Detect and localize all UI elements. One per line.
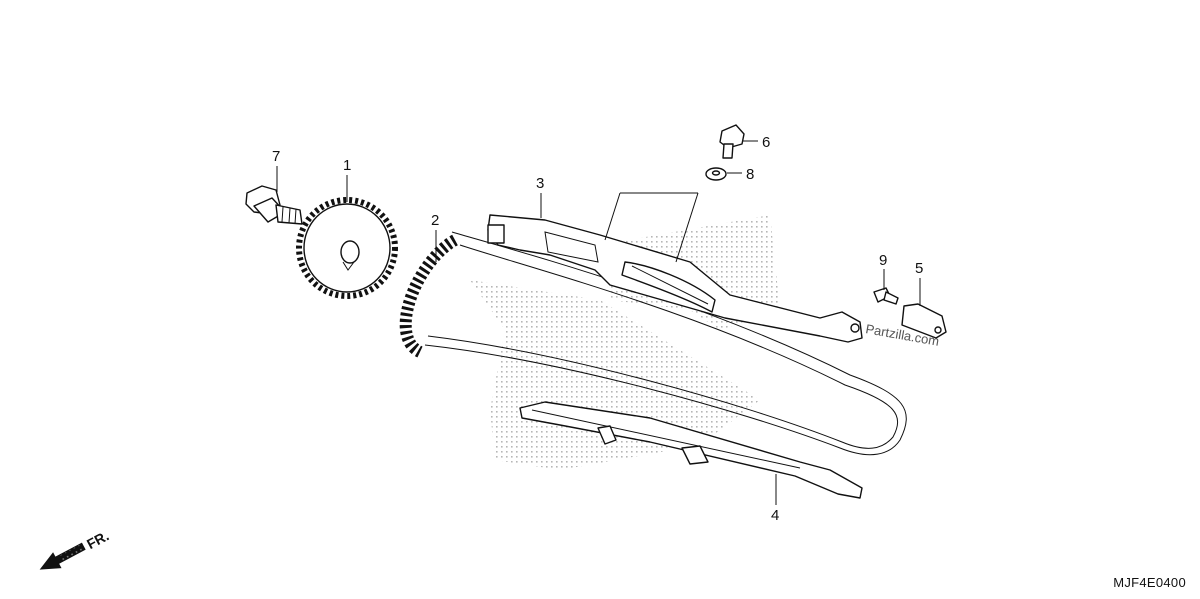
leader-lines [276,140,921,505]
front-direction-arrow: FR. [39,527,111,570]
flange-bolt-icon [719,124,745,159]
callout-6: 6 [762,134,770,151]
flange-bolt-icon [245,185,303,225]
chain-guide-icon [519,401,863,499]
chain-tensioner-arm-icon [487,214,863,343]
callout-3: 3 [536,175,544,192]
diagram-code: MJF4E0400 [1113,575,1186,590]
direction-label: FR. [84,527,111,552]
callout-5: 5 [915,260,923,277]
cam-sprocket-icon [296,197,398,299]
small-bolt-icon [873,287,899,305]
callout-4: 4 [771,507,779,524]
callout-2: 2 [431,212,439,229]
washer-icon [705,167,727,181]
callout-9: 9 [879,252,887,269]
callout-7: 7 [272,148,280,165]
tensioner-bracket-icon [901,303,947,339]
callout-8: 8 [746,166,754,183]
callout-labels: 7 1 2 3 6 8 9 5 4 [272,134,923,524]
callout-1: 1 [343,157,351,174]
